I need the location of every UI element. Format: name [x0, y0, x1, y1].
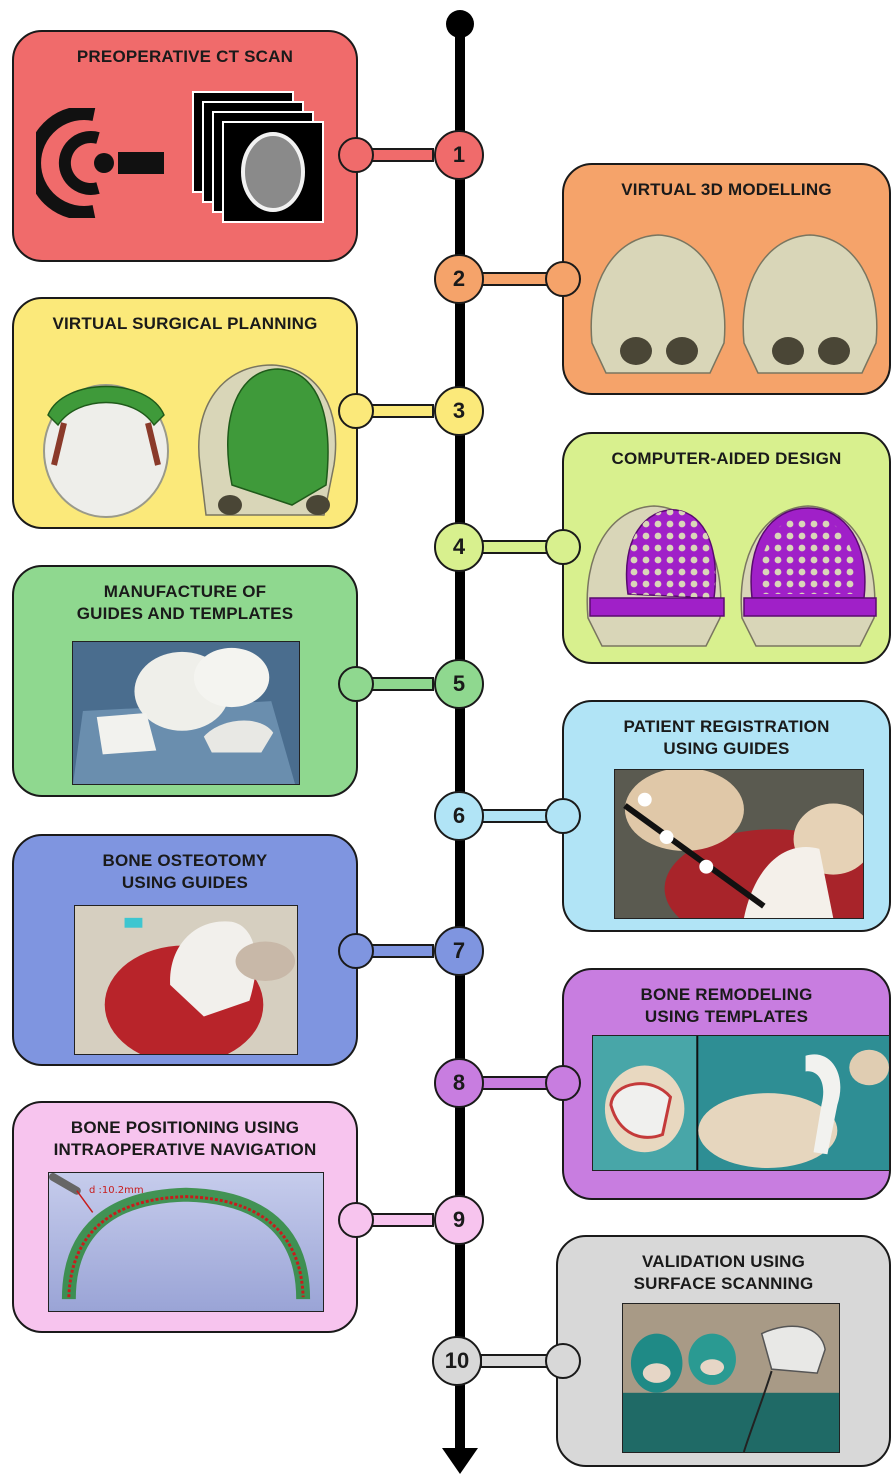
photo-bone-osteotomy	[74, 905, 298, 1055]
navigation-screen: d :10.2mm	[48, 1172, 324, 1312]
timeline-start-dot	[446, 10, 474, 38]
step-card-surgical-planning: VIRTUAL SURGICAL PLANNING	[12, 297, 358, 529]
step-card-3d-modelling: VIRTUAL 3D MODELLING	[562, 163, 891, 395]
step-title: VIRTUAL SURGICAL PLANNING	[52, 314, 318, 333]
skull-model	[742, 234, 878, 374]
title-line: BONE REMODELING	[640, 985, 813, 1004]
step-card-manufacture: MANUFACTURE OF GUIDES AND TEMPLATES	[12, 565, 358, 797]
step-number-badge: 3	[434, 386, 484, 436]
title-line: INTRAOPERATIVE NAVIGATION	[53, 1140, 317, 1159]
step-title: BONE POSITIONING USING INTRAOPERATIVE NA…	[14, 1117, 356, 1161]
step-card-validation: VALIDATION USING SURFACE SCANNING	[556, 1235, 891, 1467]
title-line: SURFACE SCANNING	[633, 1274, 814, 1293]
title-line: USING GUIDES	[121, 873, 249, 892]
template-design-models	[586, 505, 877, 647]
title-line: USING GUIDES	[663, 739, 790, 758]
skull-model	[590, 234, 726, 374]
connector-bar	[480, 272, 548, 286]
connector-bar	[480, 1076, 548, 1090]
connector-hub	[338, 137, 374, 173]
step-card-bone-osteotomy: BONE OSTEOTOMY USING GUIDES	[12, 834, 358, 1066]
title-line: BONE OSTEOTOMY	[102, 851, 268, 870]
step-number-badge: 7	[434, 926, 484, 976]
photo-bone-remodeling	[592, 1035, 890, 1171]
title-line: BONE POSITIONING USING	[70, 1118, 300, 1137]
step-number-badge: 9	[434, 1195, 484, 1245]
ct-scanner-icon	[36, 108, 164, 218]
step-title: COMPUTER-AIDED DESIGN	[611, 449, 842, 468]
step-title: VALIDATION USING SURFACE SCANNING	[558, 1251, 889, 1295]
step-card-bone-remodeling: BONE REMODELING USING TEMPLATES	[562, 968, 891, 1200]
connector-hub	[338, 393, 374, 429]
step-title: PATIENT REGISTRATION USING GUIDES	[564, 716, 889, 760]
step-number-badge: 5	[434, 659, 484, 709]
step-title: BONE OSTEOTOMY USING GUIDES	[14, 850, 356, 894]
timeline-arrowhead	[442, 1448, 478, 1474]
connector-hub	[545, 1343, 581, 1379]
step-title: BONE REMODELING USING TEMPLATES	[564, 984, 889, 1028]
connector-bar	[370, 148, 434, 162]
step-number-badge: 2	[434, 254, 484, 304]
step-number-badge: 8	[434, 1058, 484, 1108]
step-number-badge: 1	[434, 130, 484, 180]
step-number-badge: 4	[434, 522, 484, 572]
title-line: USING TEMPLATES	[644, 1007, 809, 1026]
connector-bar	[370, 404, 434, 418]
step-card-ct-scan: PREOPERATIVE CT SCAN	[12, 30, 358, 262]
connector-hub	[338, 933, 374, 969]
surgical-plan-models	[43, 364, 337, 518]
title-line: MANUFACTURE OF	[103, 582, 267, 601]
connector-hub	[545, 529, 581, 565]
title-line: VALIDATION USING	[641, 1252, 806, 1271]
photo-surface-scanning	[622, 1303, 840, 1453]
connector-bar	[370, 1213, 434, 1227]
connector-bar	[480, 809, 548, 823]
step-title: MANUFACTURE OF GUIDES AND TEMPLATES	[14, 581, 356, 625]
step-title: PREOPERATIVE CT SCAN	[76, 47, 294, 66]
step-number-badge: 10	[432, 1336, 482, 1386]
step-card-computer-aided-design: COMPUTER-AIDED DESIGN	[562, 432, 891, 664]
distance-readout: d :10.2mm	[89, 1185, 144, 1196]
connector-bar	[370, 677, 434, 691]
connector-bar	[480, 540, 548, 554]
step-number-badge: 6	[434, 791, 484, 841]
connector-hub	[545, 1065, 581, 1101]
step-card-bone-positioning: BONE POSITIONING USING INTRAOPERATIVE NA…	[12, 1101, 358, 1333]
photo-patient-registration	[614, 769, 864, 919]
title-line: PATIENT REGISTRATION	[623, 717, 830, 736]
connector-hub	[338, 1202, 374, 1238]
connector-bar	[370, 944, 434, 958]
skull-model-pair	[590, 234, 878, 374]
photo-printed-models	[72, 641, 300, 785]
connector-bar	[480, 1354, 548, 1368]
step-title: VIRTUAL 3D MODELLING	[621, 180, 832, 199]
ct-slice-stack-icon	[192, 91, 324, 223]
connector-hub	[545, 798, 581, 834]
connector-hub	[338, 666, 374, 702]
connector-hub	[545, 261, 581, 297]
step-card-patient-registration: PATIENT REGISTRATION USING GUIDES	[562, 700, 891, 932]
title-line: GUIDES AND TEMPLATES	[76, 604, 294, 623]
